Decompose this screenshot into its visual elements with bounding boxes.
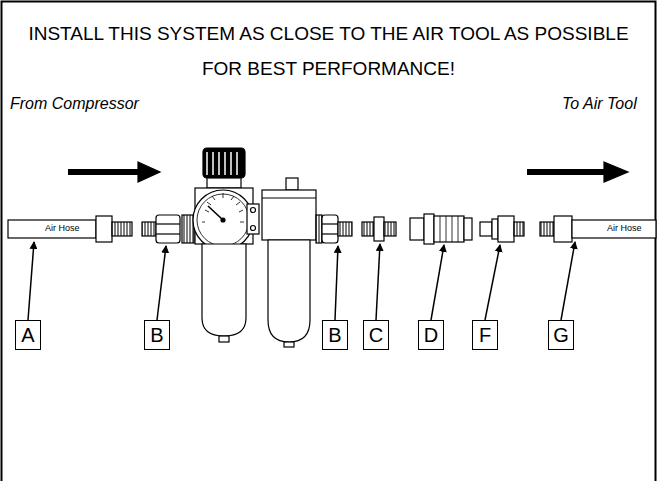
callout-letter: B (328, 324, 341, 346)
callout-letter: B (150, 324, 163, 346)
callout-letter: G (553, 324, 569, 346)
callout-box: G (548, 320, 574, 350)
flow-label: To Air Tool (562, 95, 637, 113)
flow-label: From Compressor (10, 95, 139, 113)
callout-box: C (363, 320, 389, 350)
callout-letter: F (479, 324, 491, 346)
callout-box: A (15, 320, 41, 350)
callout-letter: D (424, 324, 438, 346)
callout-box: F (472, 320, 498, 350)
callout-box: B (322, 320, 348, 350)
title-text: INSTALL THIS SYSTEM AS CLOSE TO THE AIR … (20, 16, 637, 86)
callout-box: D (418, 320, 444, 350)
callout-box: B (144, 320, 170, 350)
callout-letter: A (21, 324, 34, 346)
hose-label: Air Hose (606, 223, 643, 234)
hose-label: Air Hose (44, 223, 81, 234)
callout-letter: C (369, 324, 383, 346)
